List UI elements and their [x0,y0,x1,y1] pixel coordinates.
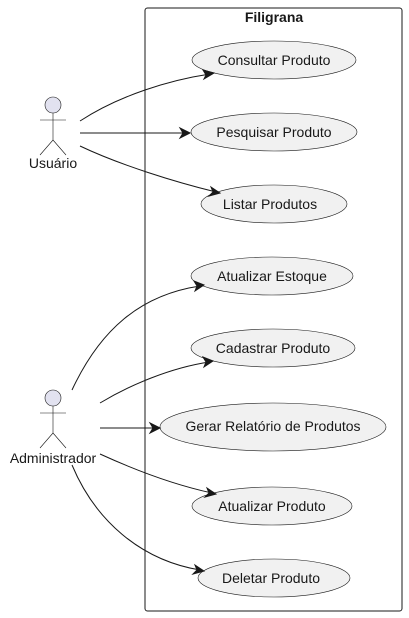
arrow-admin-atualizar [203,486,218,498]
edge-usuario-consultar [79,73,211,122]
use-case-pesquisar-produto-ellipse [190,112,358,152]
edge-usuario-listar [79,145,217,193]
arrow-admin-relatorio [148,421,162,435]
use-case-gerar-relatorio-label: Gerar Relatório de Produtos [185,418,360,434]
use-case-pesquisar-produto: Pesquisar Produto [190,112,358,152]
use-case-gerar-relatorio: Gerar Relatório de Produtos [159,402,387,452]
use-case-gerar-relatorio-ellipse [159,402,387,452]
arrow-usuario-pesquisar [178,126,192,140]
arrow-admin-cadastrar [201,355,215,369]
system-boundary: Filigrana [144,7,403,612]
use-case-atualizar-produto: Atualizar Produto [191,486,353,526]
use-case-atualizar-estoque: Atualizar Estoque [190,256,354,296]
use-case-cadastrar-produto: Cadastrar Produto [190,328,356,368]
arrow-usuario-listar [207,185,222,197]
use-case-atualizar-produto-label: Atualizar Produto [218,498,326,514]
actor-usuario-label: Usuário [29,155,77,171]
use-case-deletar-produto-ellipse [197,558,351,598]
system-box [144,7,403,612]
use-case-listar-produtos: Listar Produtos [200,184,348,224]
actor-usuario-head-icon [44,96,62,114]
use-case-consultar-produto-label: Consultar Produto [218,52,331,68]
use-case-atualizar-estoque-ellipse [190,256,354,296]
use-case-listar-produtos-label: Listar Produtos [223,196,317,212]
use-case-consultar-produto-ellipse [191,40,357,80]
edge-admin-deletar [71,464,201,571]
arrow-admin-estoque [192,279,206,293]
edge-admin-cadastrar [99,361,210,404]
use-case-deletar-produto-label: Deletar Produto [222,570,320,586]
use-case-atualizar-estoque-label: Atualizar Estoque [217,268,327,284]
use-case-deletar-produto: Deletar Produto [197,558,351,598]
actor-usuario-body-icon [39,113,67,156]
use-case-atualizar-produto-ellipse [191,486,353,526]
use-case-listar-produtos-ellipse [200,184,348,224]
use-case-cadastrar-produto-ellipse [190,328,356,368]
actor-usuario: Usuário [29,96,77,171]
use-case-pesquisar-produto-label: Pesquisar Produto [216,124,331,140]
edge-admin-estoque [71,285,201,391]
actor-administrador-head-icon [44,389,62,407]
actor-administrador-label: Administrador [10,450,97,466]
use-case-consultar-produto: Consultar Produto [191,40,357,80]
arrow-admin-deletar [191,563,206,575]
system-title: Filigrana [245,9,304,25]
arrow-usuario-consultar [201,69,216,81]
use-case-cadastrar-produto-label: Cadastrar Produto [216,340,331,356]
edge-admin-atualizar [99,453,213,494]
actor-administrador: Administrador [10,389,97,466]
actor-administrador-body-icon [39,406,67,449]
